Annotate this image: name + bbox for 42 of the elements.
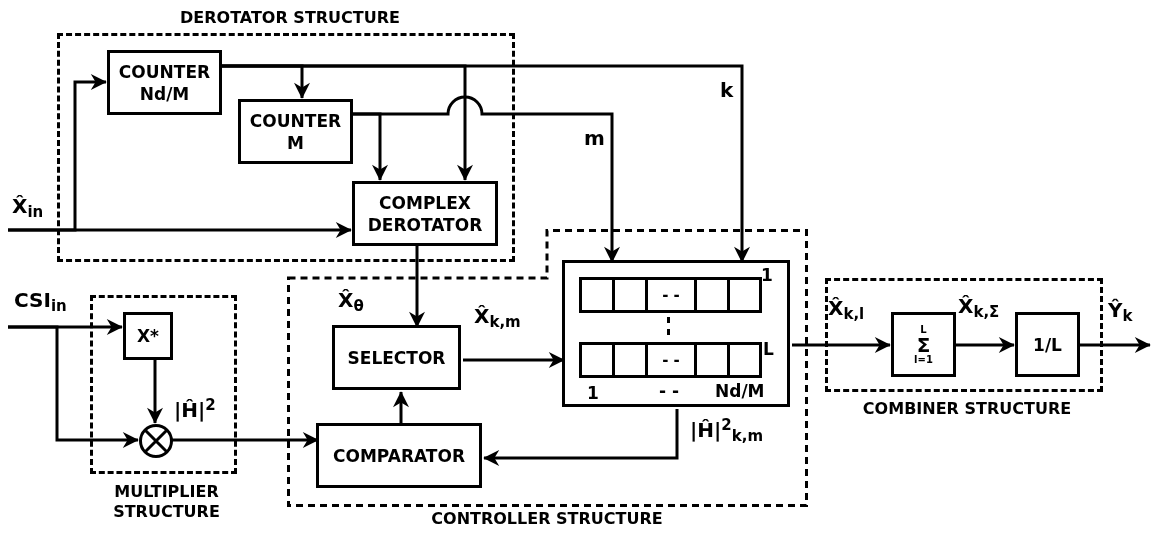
process-block: 1/L: [1015, 312, 1080, 377]
process-block: SELECTOR: [332, 325, 461, 390]
process-block: COUNTER Nd/M: [107, 50, 222, 115]
group-title: COMBINER STRUCTURE: [862, 399, 1072, 418]
edge-label: k: [720, 78, 734, 102]
process-block: X*: [123, 312, 173, 360]
multiplier-symbol: [139, 424, 173, 458]
arrow: [483, 409, 679, 466]
sum-lower-limit: l=1: [914, 354, 933, 365]
summation-block: [891, 312, 956, 377]
memory-cell: - -: [645, 342, 697, 378]
memory-cell: - -: [645, 277, 697, 313]
sum-sign: Σ: [916, 334, 931, 355]
edge-label: |Ĥ|$^{2}$: [174, 398, 216, 422]
edge-label: m: [584, 126, 605, 150]
arrow: [792, 337, 891, 353]
group-title: DEROTATOR STRUCTURE: [180, 8, 400, 27]
index-label: 1: [587, 383, 599, 403]
arrow: [147, 359, 163, 424]
arrow: [955, 337, 1015, 353]
edge-label: X̂$_{k,l}$: [828, 296, 865, 320]
edge-label: X̂$_{in}$: [12, 194, 44, 218]
process-block: COMPLEX DEROTATOR: [352, 181, 498, 246]
index-label: L: [763, 339, 774, 359]
edge-label: CSI$_{in}$: [14, 288, 67, 312]
memory-block: [562, 260, 790, 407]
index-label: Nd/M: [715, 381, 765, 401]
arrow: [393, 391, 409, 425]
group-title: CONTROLLER STRUCTURE: [431, 509, 663, 528]
edge-label: Ŷ$_{k}$: [1108, 298, 1133, 322]
index-label: - -: [659, 381, 680, 401]
sum-upper-limit: L: [920, 324, 927, 335]
arrow: [1079, 337, 1151, 353]
edge-label: X̂$_{θ}$: [338, 288, 364, 312]
process-block: COUNTER M: [238, 99, 353, 164]
edge-label: X̂$_{k,Σ}$: [958, 294, 1000, 318]
arrow: [8, 74, 107, 232]
process-block: COMPARATOR: [316, 423, 482, 488]
index-label: 1: [761, 265, 773, 285]
edge-label: X̂$_{k,m}$: [474, 304, 521, 328]
arrow: [8, 325, 139, 448]
group-title: MULTIPLIER STRUCTURE: [113, 482, 220, 521]
